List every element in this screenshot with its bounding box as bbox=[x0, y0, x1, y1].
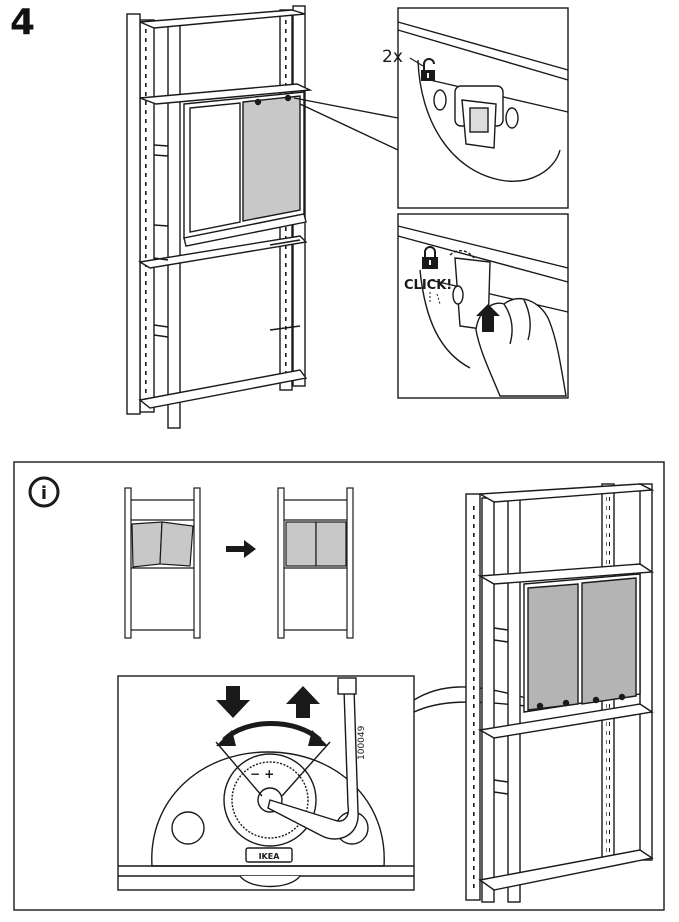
info-symbol: i bbox=[41, 483, 47, 504]
click-label: CLICK! bbox=[404, 278, 452, 293]
lock-open-icon bbox=[421, 58, 435, 81]
info-panel-frame bbox=[13, 461, 665, 911]
arrow-down-icon bbox=[216, 686, 250, 718]
callout-click-detail bbox=[397, 213, 569, 399]
arrow-up-adjust-icon bbox=[286, 686, 320, 718]
callout-lock-detail bbox=[397, 7, 569, 209]
shelf-unit-top bbox=[126, 5, 399, 429]
step-number: 4 bbox=[10, 2, 36, 43]
lock-closed-icon bbox=[422, 246, 438, 269]
rotate-arrow-left-head bbox=[216, 730, 236, 746]
lock-count-label: 2x bbox=[382, 47, 403, 67]
logo-text: IKEA bbox=[259, 852, 281, 861]
minus-plus-marks: − + bbox=[250, 767, 274, 781]
arrow-right-icon bbox=[226, 540, 256, 558]
shelf-unit-info bbox=[465, 483, 655, 903]
arrow-up-icon bbox=[476, 304, 500, 332]
doors-aligned-view bbox=[277, 487, 354, 639]
part-number: 100049 bbox=[357, 725, 367, 760]
rotate-arrow-right-head bbox=[308, 730, 328, 746]
doors-misaligned-view bbox=[124, 487, 201, 639]
adjustment-detail bbox=[117, 675, 527, 891]
info-icon bbox=[28, 476, 60, 508]
